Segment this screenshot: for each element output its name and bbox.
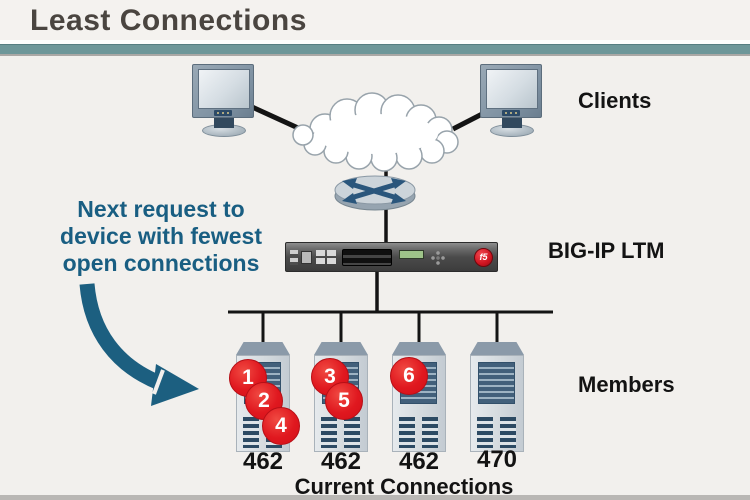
slide-header: Least Connections [0,0,750,40]
client-monitor-icon [190,64,258,138]
appliance-port-block [316,250,337,265]
connection-count: 470 [476,446,518,473]
appliance-ports [290,250,298,265]
annotation-line: Next request to [77,196,245,222]
server-icon [470,342,524,452]
client-monitor-icon [478,64,546,138]
annotation-line: device with fewest [60,223,262,249]
slide-title: Least Connections [30,4,307,37]
connection-count: 462 [320,448,362,475]
header-shadow-line [0,54,750,56]
appliance-lcd-screen [399,250,424,259]
appliance-buttons [430,250,446,266]
bigip-appliance-icon: f5 [285,242,498,272]
appliance-slots [342,249,392,266]
request-badge: 6 [390,357,428,395]
connection-count: 462 [242,448,284,475]
current-connections-label: Current Connections [294,474,514,499]
connection-count: 462 [398,448,440,475]
slide-bottom-border [0,495,750,500]
request-badge: 5 [325,382,363,420]
request-badge: 4 [262,407,300,445]
bigip-label: BIG-IP LTM [548,238,665,263]
annotation-line: open connections [62,250,260,276]
header-divider [0,40,750,44]
cloud-icon [292,92,459,172]
f5-logo: f5 [474,248,493,267]
header-accent-band [0,44,750,54]
appliance-port [301,251,312,264]
annotation-text: Next request to device with fewest open … [38,196,284,277]
router-icon [334,175,416,211]
members-label: Members [578,372,675,397]
curved-arrow-icon [79,283,199,406]
clients-label: Clients [578,88,652,113]
